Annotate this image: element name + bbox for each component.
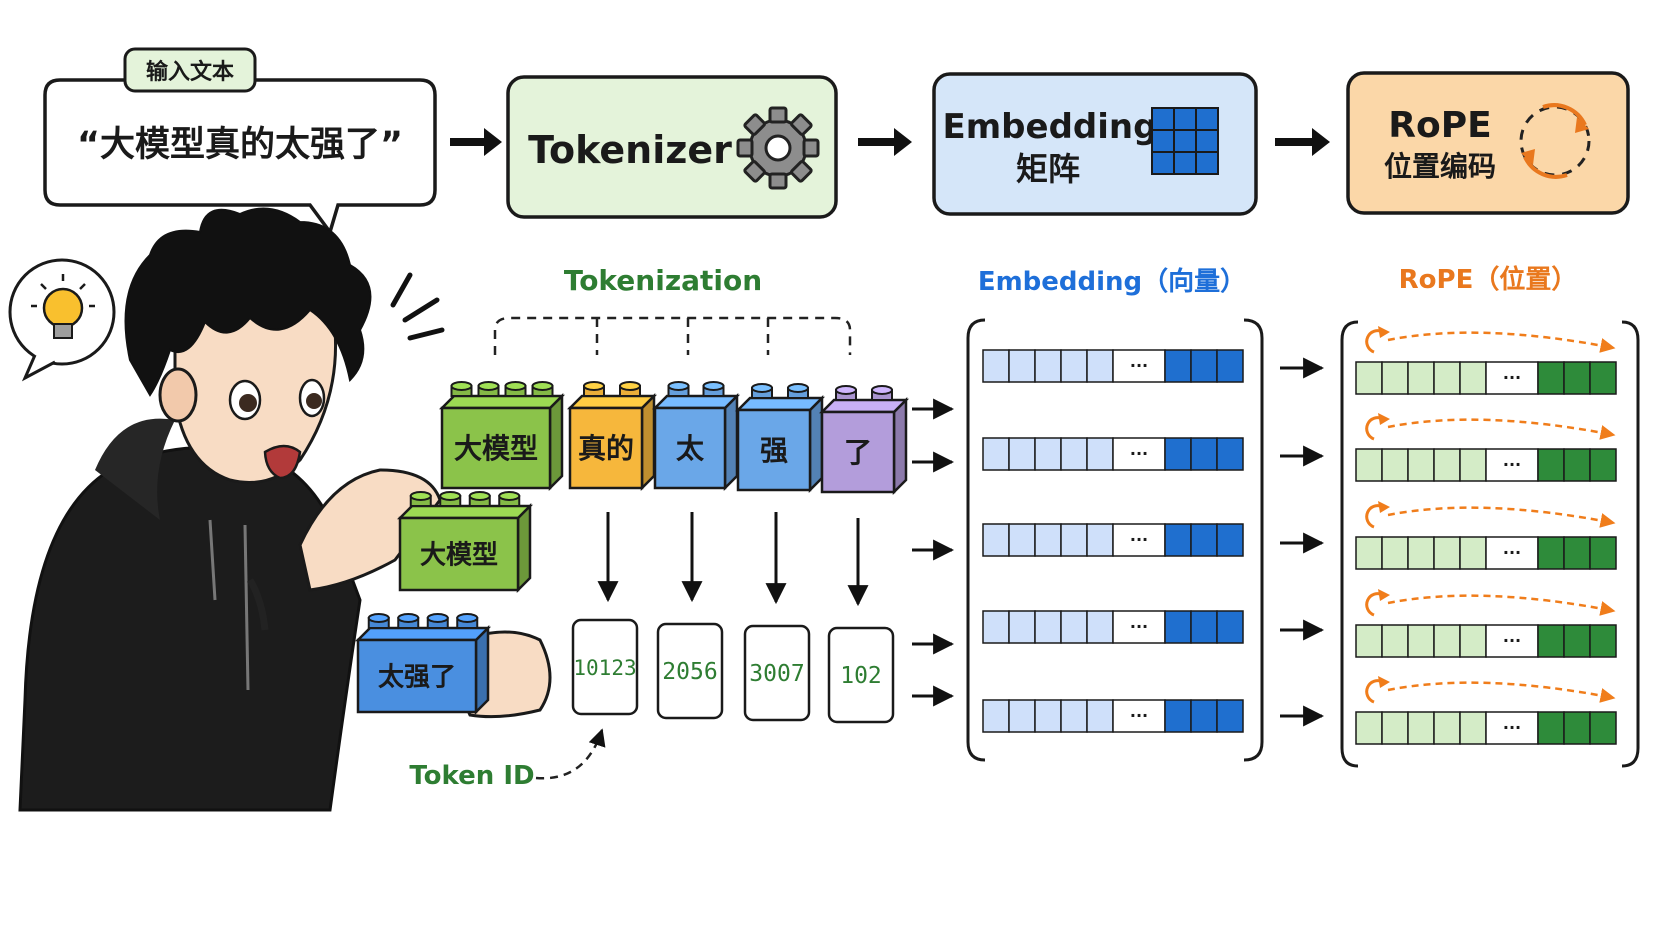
token-id-value: 102 xyxy=(840,663,882,689)
embedding-box-subtitle: 矩阵 xyxy=(1016,150,1080,188)
pipeline-arrow-2 xyxy=(858,128,912,156)
held-brick-2: 太强了 xyxy=(354,613,492,716)
input-sentence: “大模型真的太强了” xyxy=(77,125,403,165)
pipeline-arrow-3 xyxy=(1275,128,1330,156)
embedding-box: Embedding 矩阵 xyxy=(932,72,1258,216)
held-brick-2-label: 太强了 xyxy=(378,662,456,692)
character-boy xyxy=(18,207,552,812)
input-text-tag-label: 输入文本 xyxy=(146,59,234,85)
token-to-id-arrows xyxy=(597,512,869,607)
tokenizer-box: Tokenizer xyxy=(506,75,838,219)
rope-vector-3: ··· xyxy=(1355,536,1617,570)
matrix-grid-icon xyxy=(1151,107,1219,175)
rope-vector-4: ··· xyxy=(1355,624,1617,658)
vector-ellipsis: ··· xyxy=(1130,356,1148,375)
tokenization-bracket xyxy=(493,316,852,355)
tokenization-section-title: Tokenization xyxy=(564,264,762,297)
rope-vector-5: ··· xyxy=(1355,711,1617,745)
rotation-arrow-4 xyxy=(1365,589,1616,617)
vector-ellipsis: ··· xyxy=(1503,543,1521,562)
embedding-vector-2: ··· xyxy=(982,437,1244,471)
lightbulb-icon xyxy=(31,274,95,339)
rotation-arrow-1 xyxy=(1365,326,1616,354)
vector-ellipsis: ··· xyxy=(1503,718,1521,737)
gear-icon xyxy=(736,106,820,190)
token-brick-5-label: 了 xyxy=(844,436,872,469)
token-brick-4: 强 xyxy=(734,383,826,494)
embedding-vector-3: ··· xyxy=(982,523,1244,557)
embedding-section-title: Embedding（向量） xyxy=(978,266,1246,297)
token-brick-2: 真的 xyxy=(566,381,658,492)
rotation-arrow-5 xyxy=(1365,676,1616,704)
vector-ellipsis: ··· xyxy=(1503,455,1521,474)
rope-box: RoPE 位置编码 xyxy=(1346,71,1630,215)
rotation-cycle-icon xyxy=(1519,103,1591,179)
held-brick-1-label: 大模型 xyxy=(420,540,498,570)
rotation-arrow-2 xyxy=(1365,413,1616,441)
token-brick-1: 大模型 xyxy=(438,381,566,492)
pipeline-arrow-1 xyxy=(450,128,502,156)
rope-section-title: RoPE（位置） xyxy=(1399,264,1578,295)
token-bricks-row: 大模型 真的 太 强 了 xyxy=(438,381,910,496)
embedding-vector-4: ··· xyxy=(982,610,1244,644)
token-brick-3: 太 xyxy=(651,381,741,492)
rope-vector-2: ··· xyxy=(1355,448,1617,482)
vector-ellipsis: ··· xyxy=(1130,706,1148,725)
vector-ellipsis: ··· xyxy=(1503,368,1521,387)
token-brick-3-label: 太 xyxy=(676,432,705,465)
token-id-pointer-arrow xyxy=(535,728,606,780)
rope-vector-1: ··· xyxy=(1355,361,1617,395)
token-id-value: 10123 xyxy=(573,656,636,680)
token-id-card-3: 3007 xyxy=(743,624,811,722)
token-id-value: 2056 xyxy=(662,659,717,685)
token-brick-4-label: 强 xyxy=(760,434,788,467)
rope-box-title: RoPE xyxy=(1388,105,1491,146)
vector-ellipsis: ··· xyxy=(1130,617,1148,636)
rope-box-subtitle: 位置编码 xyxy=(1384,150,1496,183)
token-id-card-4: 102 xyxy=(827,626,895,724)
idea-thought-bubble xyxy=(8,258,116,382)
rope-matrix: ··· ··· ··· ··· ··· xyxy=(1340,320,1640,768)
token-brick-5: 了 xyxy=(818,385,910,496)
rotation-arrow-3 xyxy=(1365,501,1616,529)
embedding-matrix: ··· ··· ··· ··· ··· xyxy=(966,318,1264,762)
vector-ellipsis: ··· xyxy=(1130,444,1148,463)
input-speech-bubble: 输入文本 “大模型真的太强了” xyxy=(43,47,437,236)
token-id-value: 3007 xyxy=(749,661,804,687)
embedding-vector-1: ··· xyxy=(982,349,1244,383)
held-brick-1: 大模型 xyxy=(396,491,534,594)
vector-ellipsis: ··· xyxy=(1503,631,1521,650)
token-brick-2-label: 真的 xyxy=(578,432,634,465)
embedding-vector-5: ··· xyxy=(982,699,1244,733)
vector-ellipsis: ··· xyxy=(1130,530,1148,549)
token-id-card-2: 2056 xyxy=(656,622,724,720)
embedding-box-title: Embedding xyxy=(943,107,1158,147)
token-brick-1-label: 大模型 xyxy=(454,432,538,465)
embedding-to-rope-arrows xyxy=(1280,357,1325,727)
token-id-card-1: 10123 xyxy=(571,618,639,716)
token-id-cards: 10123 2056 3007 102 xyxy=(571,618,895,724)
input-text-tag xyxy=(123,47,257,93)
token-id-label: Token ID xyxy=(409,761,534,791)
tokenizer-label: Tokenizer xyxy=(528,128,732,172)
id-to-embedding-arrows xyxy=(912,398,955,707)
